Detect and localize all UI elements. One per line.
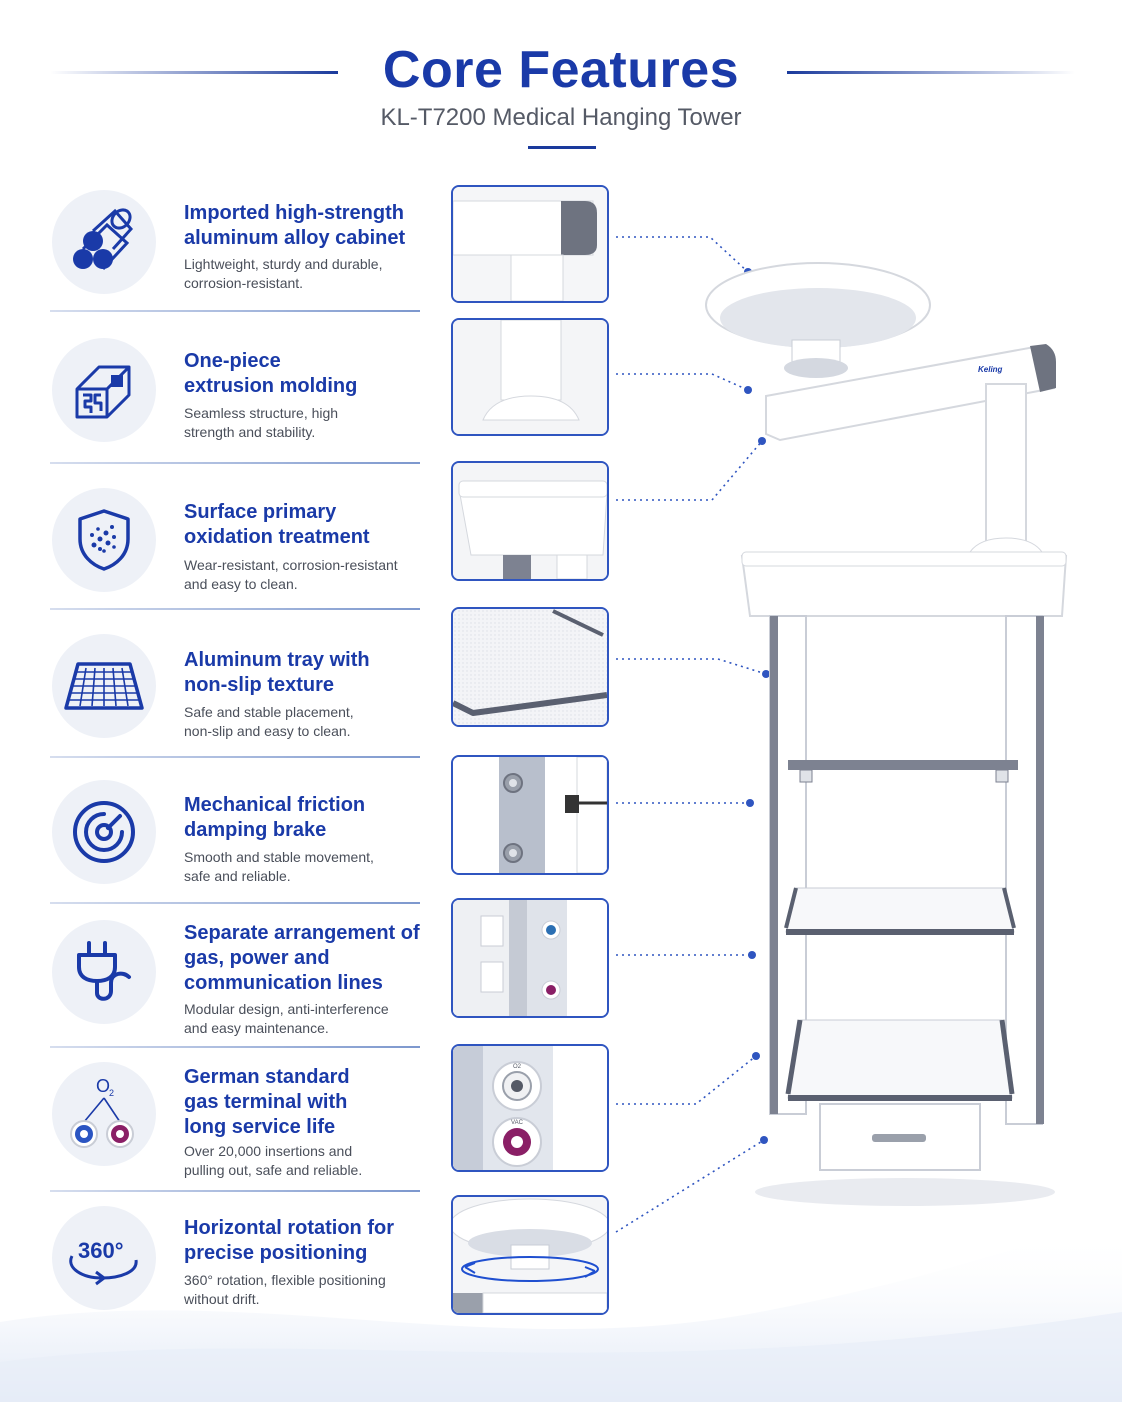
feature-title-line: gas, power and (184, 947, 330, 969)
power-plug-icon (77, 941, 131, 1001)
gas-label-o2: O2 (513, 1064, 522, 1070)
feature-title-line: Horizontal rotation for (184, 1217, 394, 1239)
feature-divider (50, 902, 420, 904)
feature-icon-circle (52, 488, 156, 592)
feature-desc-line: Lightweight, sturdy and durable, (184, 256, 383, 272)
gas-terminal-icon: O 2 (70, 1076, 134, 1148)
feature-divider (50, 756, 420, 758)
detail-gas-terminals: O2 VAC (451, 1044, 609, 1172)
feature-title-line: damping brake (184, 819, 327, 841)
detail-column-base (451, 318, 609, 436)
feature-divider (50, 608, 420, 610)
feature-desc-line: Over 20,000 insertions and (184, 1143, 353, 1159)
feature-desc-line: Safe and stable placement, (184, 704, 354, 720)
feature-desc-line: and easy to clean. (184, 576, 298, 592)
brand-logo: Keling (978, 365, 1003, 374)
feature-divider (50, 1190, 420, 1192)
feature-desc-line: pulling out, safe and reliable. (184, 1162, 363, 1178)
rotation-360-icon: 360° (69, 1238, 138, 1286)
feature-desc-line: safe and reliable. (184, 868, 291, 884)
title-underline (528, 146, 596, 149)
page-title: Core Features (382, 41, 740, 99)
background-wave (0, 1230, 1122, 1402)
header-line-left (50, 71, 338, 74)
feature-divider (50, 1046, 420, 1048)
feature-icon-circle (52, 920, 156, 1024)
feature-desc-line: corrosion-resistant. (184, 275, 304, 291)
feature-icon-circle (52, 780, 156, 884)
textured-tray-icon (64, 662, 144, 710)
feature-title-line: aluminum alloy cabinet (184, 227, 406, 249)
detail-surface-cabinet (451, 461, 609, 581)
extrusion-profile-icon (75, 365, 131, 419)
feature-title-line: Surface primary (184, 501, 337, 523)
feature-desc-line: Modular design, anti-interference (184, 1001, 389, 1017)
feature-desc-line: without drift. (184, 1291, 260, 1307)
feature-title-line: Mechanical friction (184, 794, 366, 816)
feature-desc-line: Seamless structure, high (184, 405, 339, 421)
rotation-label: 360° (78, 1238, 124, 1263)
feature-divider (50, 462, 420, 464)
detail-brake-rail (451, 755, 609, 875)
feature-title-line: extrusion molding (184, 375, 358, 397)
oxygen-subscript: 2 (109, 1088, 114, 1098)
feature-desc-line: and easy maintenance. (184, 1020, 329, 1036)
detail-rotation-joint (451, 1195, 609, 1315)
aluminum-rods-icon (73, 208, 134, 271)
oxygen-symbol: O (96, 1076, 110, 1096)
feature-desc-line: non-slip and easy to clean. (184, 723, 351, 739)
feature-icon-circle (52, 190, 156, 294)
feature-icon-circle: O 2 (52, 1062, 156, 1166)
brake-icon (73, 801, 135, 863)
feature-title-line: One-piece (184, 350, 281, 372)
feature-icon-circle (52, 634, 156, 738)
gas-label-vac: VAC (511, 1120, 524, 1126)
feature-icon-circle (52, 338, 156, 442)
feature-desc-line: Smooth and stable movement, (184, 849, 374, 865)
feature-title-line: long service life (184, 1116, 336, 1138)
feature-desc-line: Wear-resistant, corrosion-resistant (184, 557, 398, 573)
shield-icon (78, 509, 130, 571)
page-subtitle: KL-T7200 Medical Hanging Tower (380, 104, 742, 131)
feature-title-line: precise positioning (184, 1242, 368, 1264)
feature-title-line: Separate arrangement of (184, 922, 420, 944)
detail-cabinet-end (451, 185, 609, 303)
feature-title-line: gas terminal with (184, 1091, 348, 1113)
feature-title-line: oxidation treatment (184, 526, 370, 548)
feature-title-line: Aluminum tray with (184, 649, 370, 671)
feature-desc-line: 360° rotation, flexible positioning (184, 1272, 386, 1288)
feature-title-line: non-slip texture (184, 674, 335, 696)
feature-title-line: German standard (184, 1066, 350, 1088)
feature-divider (50, 310, 420, 312)
detail-modular-panel (451, 898, 609, 1018)
header-line-right (787, 71, 1075, 74)
feature-title-line: communication lines (184, 972, 383, 994)
detail-textured-tray (451, 607, 609, 727)
feature-desc-line: strength and stability. (184, 424, 316, 440)
feature-title-line: Imported high-strength (184, 202, 404, 224)
feature-icon-circle: 360° (52, 1206, 156, 1310)
